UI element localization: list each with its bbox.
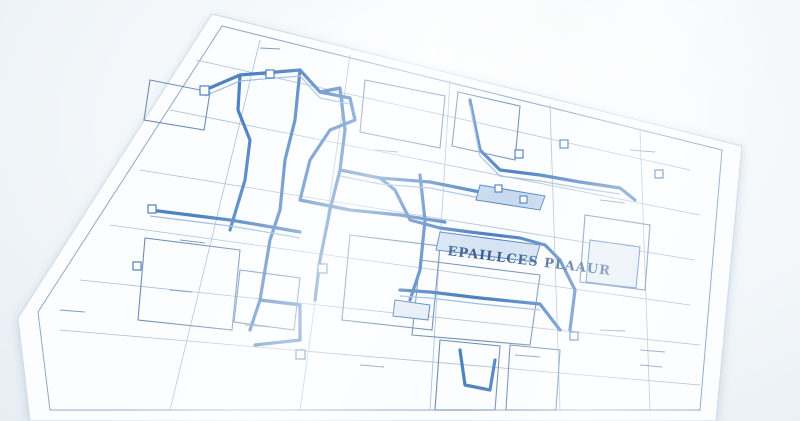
paper-sheet <box>17 13 743 421</box>
